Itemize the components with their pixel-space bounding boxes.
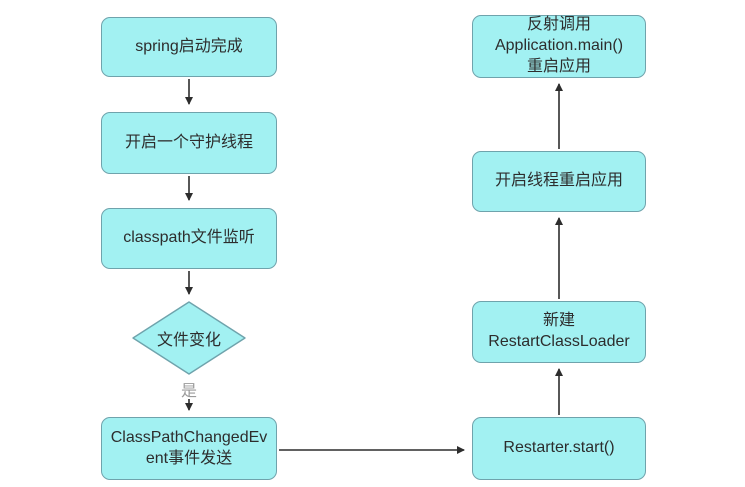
node-restart-thread-label: 开启线程重启应用 — [494, 172, 623, 190]
node-file-changed-decision: 文件变化 — [131, 300, 247, 376]
node-reflect-main: 反射调用 Application.main() 重启应用 — [472, 15, 646, 78]
node-restarter-start-label: Restarter.start() — [503, 439, 615, 457]
node-event-sent: ClassPathChangedEvent事件发送 — [101, 417, 277, 480]
node-file-changed-decision-shape — [132, 301, 246, 375]
node-reflect-main-line1: 反射调用 — [526, 16, 591, 34]
diamond-shape — [132, 301, 246, 375]
node-classpath-listener-label: classpath文件监听 — [123, 229, 255, 247]
node-classpath-listener: classpath文件监听 — [101, 208, 277, 269]
node-daemon-thread-label: 开启一个守护线程 — [124, 133, 253, 151]
node-daemon-thread: 开启一个守护线程 — [101, 112, 277, 174]
node-restart-thread: 开启线程重启应用 — [472, 151, 646, 212]
node-new-restart-classloader-line2: RestartClassLoader — [488, 333, 630, 350]
node-reflect-main-line2: Application.main() — [494, 37, 624, 55]
edge-label-yes: 是 — [180, 383, 197, 400]
node-restarter-start: Restarter.start() — [472, 417, 646, 480]
node-spring-started: spring启动完成 — [101, 17, 277, 77]
node-event-sent-label: ClassPathChangedEvent事件发送 — [110, 428, 268, 467]
node-spring-started-label: spring启动完成 — [135, 37, 243, 55]
node-new-restart-classloader-line1: 新建 — [542, 312, 575, 330]
node-reflect-main-line3: 重启应用 — [526, 57, 591, 75]
node-file-changed-label: 文件变化 — [156, 332, 221, 349]
node-new-restart-classloader: 新建 RestartClassLoader — [472, 301, 646, 363]
